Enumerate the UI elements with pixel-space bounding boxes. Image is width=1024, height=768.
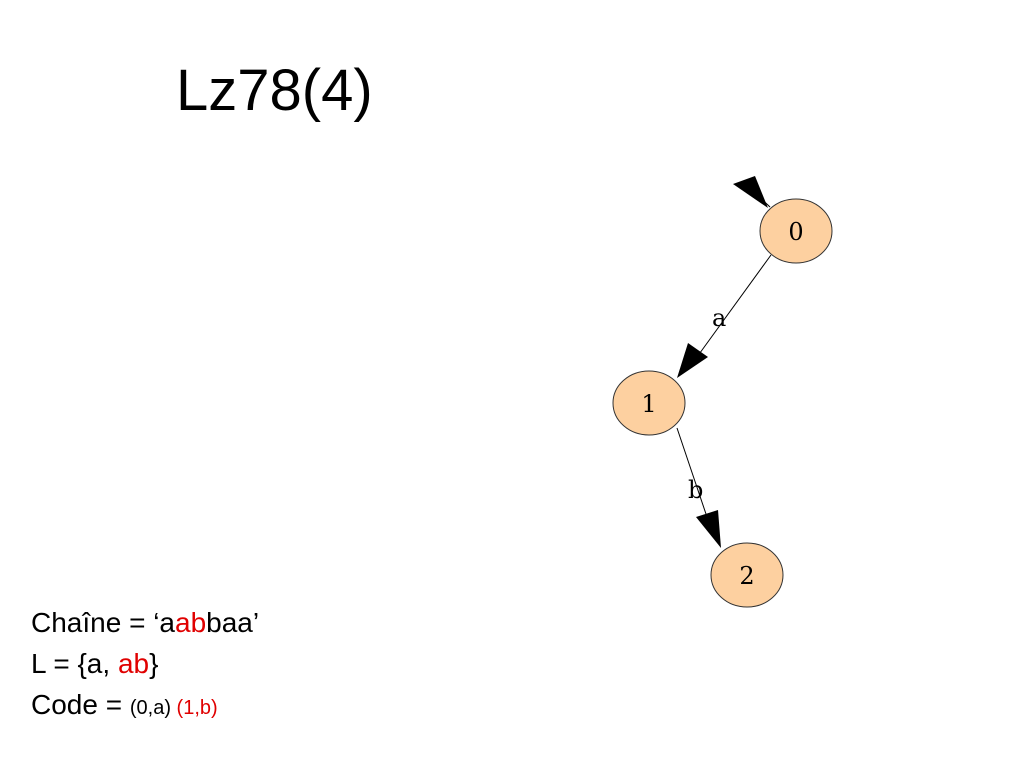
dictionary-suffix: } bbox=[149, 648, 159, 679]
chaine-suffix: baa’ bbox=[206, 607, 260, 638]
code-highlight: (1,b) bbox=[176, 697, 218, 719]
trie-node-0-shape bbox=[759, 198, 833, 264]
edge-1-2-label: b bbox=[688, 476, 703, 504]
code-plain: (0,a) bbox=[129, 697, 177, 719]
trie-node-1-label: 1 bbox=[641, 390, 656, 418]
trie-node-0-label: 0 bbox=[788, 218, 803, 246]
edge-0-1 bbox=[696, 254, 772, 358]
chaine-prefix: Chaîne = ‘a bbox=[31, 607, 175, 638]
edge-1-2-arrowhead bbox=[696, 510, 721, 548]
edge-0-1-arrowhead bbox=[677, 343, 708, 378]
page-title: Lz78(4) bbox=[176, 58, 373, 123]
code-prefix: Code = bbox=[31, 689, 130, 720]
chaine-line: Chaîne = ‘aabbaa’ bbox=[31, 602, 259, 643]
dictionary-line: L = {a, ab} bbox=[31, 643, 259, 684]
root-entry-arrowhead bbox=[733, 176, 768, 208]
trie-node-2-shape bbox=[710, 542, 784, 608]
trie-node-1-shape bbox=[612, 370, 686, 436]
chaine-highlight: ab bbox=[175, 607, 207, 638]
trie-node-1: 1 bbox=[612, 370, 686, 436]
dictionary-prefix: L = {a, bbox=[31, 648, 118, 679]
info-block: Chaîne = ‘aabbaa’ L = {a, ab} Code = (0,… bbox=[31, 602, 259, 729]
dictionary-highlight: ab bbox=[117, 648, 150, 679]
code-line: Code = (0,a) (1,b) bbox=[31, 684, 259, 729]
edge-1-2 bbox=[676, 427, 708, 518]
trie-node-2: 2 bbox=[710, 542, 784, 608]
trie-node-2-label: 2 bbox=[739, 562, 754, 590]
edge-0-1-label: a bbox=[712, 304, 726, 332]
trie-node-0: 0 bbox=[759, 198, 833, 264]
